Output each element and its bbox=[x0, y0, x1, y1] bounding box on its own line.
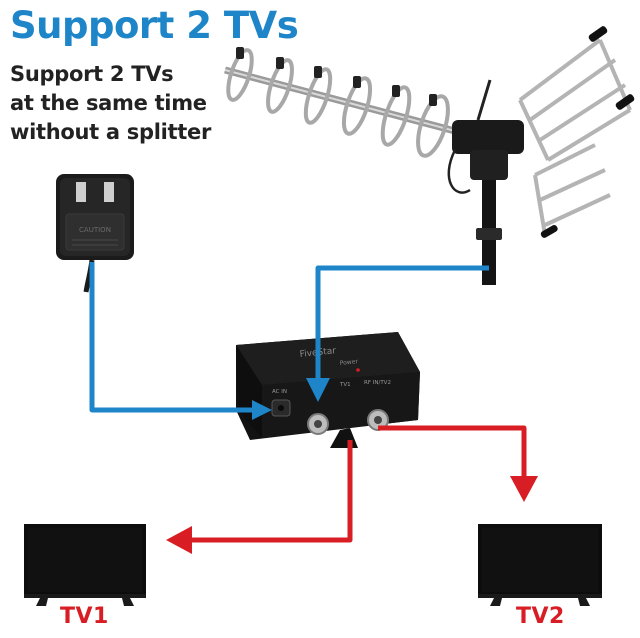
headline: Support 2 TVs bbox=[10, 4, 299, 47]
tv2 bbox=[478, 524, 602, 606]
amplifier-box: FiveStar Power AC IN TV1 RF IN/TV2 bbox=[236, 332, 420, 448]
tv1-port bbox=[307, 413, 329, 435]
rf-port bbox=[367, 409, 389, 431]
ac-in-label: AC IN bbox=[272, 389, 287, 395]
tv2-signal-arrowhead bbox=[510, 476, 538, 502]
power-adapter: CAUTION bbox=[56, 174, 134, 293]
adapter-label: CAUTION bbox=[79, 226, 111, 234]
tv2-label: TV2 bbox=[516, 604, 565, 629]
tv1 bbox=[24, 524, 146, 606]
antenna-signal-arrowhead bbox=[306, 378, 330, 402]
power-led bbox=[356, 368, 360, 372]
subline-line-1: Support 2 TVs bbox=[10, 62, 174, 86]
antenna-signal-path bbox=[315, 265, 489, 382]
amplifier-power-label: Power bbox=[339, 358, 358, 367]
tv1-port-label: TV1 bbox=[339, 382, 351, 388]
tv1-signal-path bbox=[190, 440, 353, 543]
subline-line-2: at the same time bbox=[10, 91, 207, 115]
subline-line-3: without a splitter bbox=[10, 120, 212, 144]
antenna bbox=[224, 26, 635, 285]
subline: Support 2 TVs at the same time without a… bbox=[10, 60, 250, 147]
power-path bbox=[89, 262, 256, 413]
power-path-arrowhead bbox=[252, 400, 272, 420]
tv2-signal-path bbox=[378, 425, 527, 480]
tv1-label: TV1 bbox=[60, 604, 109, 629]
rf-port-label: RF IN/TV2 bbox=[364, 380, 391, 386]
tv1-signal-arrowhead bbox=[166, 526, 192, 554]
